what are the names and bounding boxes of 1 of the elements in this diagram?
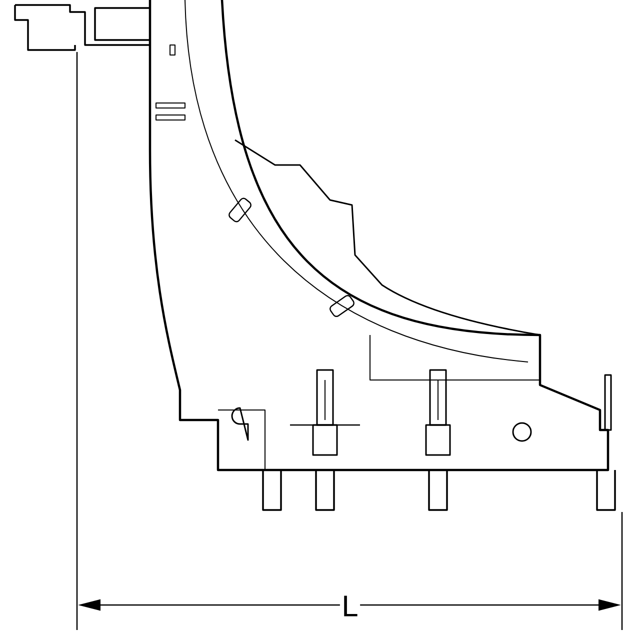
- dimension-label: L: [340, 594, 360, 618]
